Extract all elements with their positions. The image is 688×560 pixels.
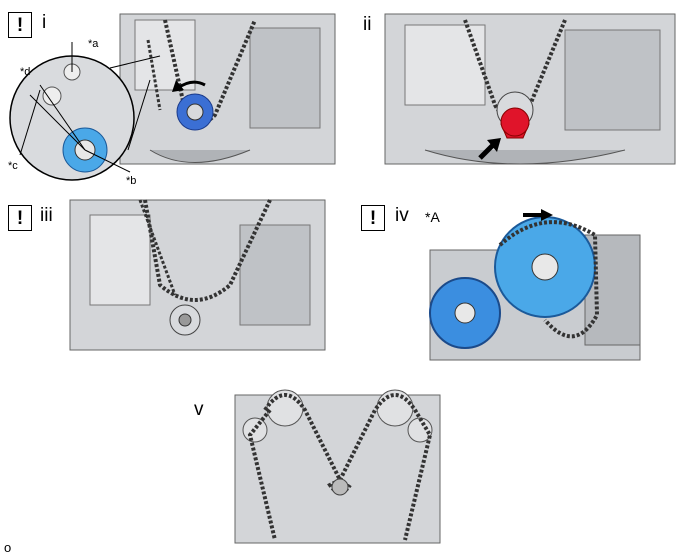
step-number: ii bbox=[363, 14, 372, 35]
panel-step-iv: ! iv *A bbox=[345, 195, 688, 365]
caution-icon: ! bbox=[8, 205, 32, 231]
callout-b: *b bbox=[126, 175, 137, 187]
callout-c: *c bbox=[8, 160, 18, 172]
caution-icon: ! bbox=[8, 12, 32, 38]
engine-illustration bbox=[9, 13, 336, 181]
callout-a: *a bbox=[88, 38, 99, 50]
step-number: v bbox=[194, 399, 204, 420]
engine-illustration bbox=[429, 209, 641, 361]
engine-illustration bbox=[234, 389, 441, 544]
caution-icon: ! bbox=[361, 205, 385, 231]
callout-d: *d bbox=[20, 66, 31, 78]
engine-illustration bbox=[384, 13, 676, 165]
footer-mark: o bbox=[4, 540, 12, 555]
panel-step-v: v bbox=[190, 375, 490, 545]
callout-A: *A bbox=[425, 209, 440, 225]
step-number: iv bbox=[395, 205, 409, 226]
engine-illustration bbox=[69, 199, 326, 351]
step-number: iii bbox=[40, 205, 53, 226]
step-number: i bbox=[42, 12, 47, 33]
panel-step-i: ! i *a *d *c *b bbox=[0, 0, 340, 190]
panel-step-ii: ii bbox=[345, 0, 688, 190]
panel-step-iii: ! iii bbox=[0, 195, 340, 360]
